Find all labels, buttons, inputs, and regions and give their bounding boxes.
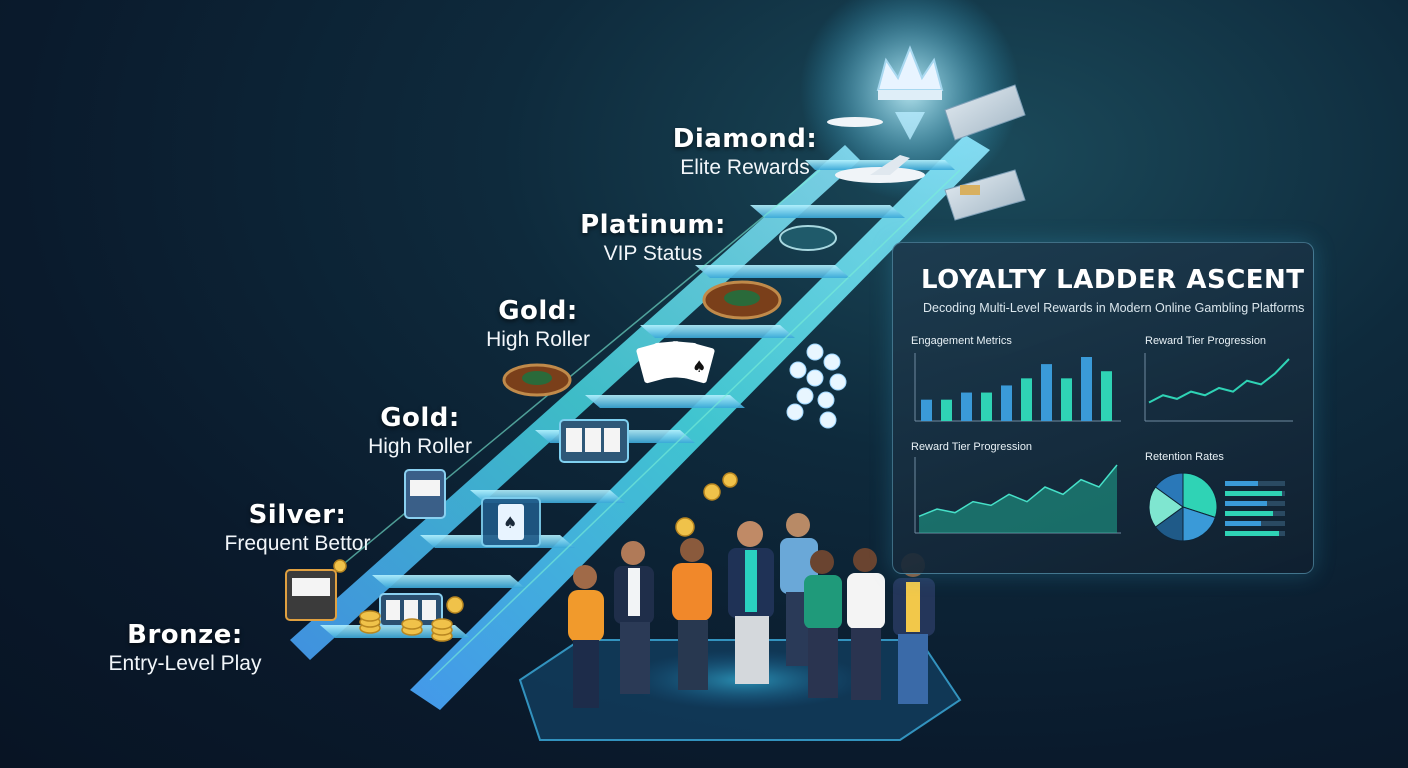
engagement-label: Engagement Metrics — [911, 335, 1012, 347]
credit-card-icon — [944, 84, 1026, 221]
engagement-bar — [1041, 364, 1052, 421]
tier-desc: VIP Status — [603, 242, 703, 266]
svg-text:♠: ♠ — [503, 513, 517, 532]
pie-slice — [1182, 472, 1218, 519]
pie-slice — [1182, 506, 1216, 542]
tier-silver: Silver: Frequent Bettor — [210, 500, 385, 556]
engagement-bar — [1061, 378, 1072, 421]
retention-bars — [1225, 481, 1285, 536]
pie-slice — [1148, 486, 1184, 528]
coins-icon — [333, 472, 738, 642]
tier-diamond: Diamond: Elite Rewards — [670, 124, 820, 180]
tier-gold-upper: Gold: High Roller — [468, 296, 608, 352]
tier-desc: High Roller — [368, 435, 472, 459]
roulette-icon — [502, 280, 782, 397]
crown-icon — [876, 45, 944, 140]
reward-tier-bottom-label: Reward Tier Progression — [911, 441, 1033, 453]
svg-text:♠: ♠ — [692, 357, 706, 376]
playing-cards-icon: ♠ — [636, 341, 715, 384]
retention-bar — [1225, 511, 1273, 516]
retention-bar — [1225, 481, 1258, 486]
person — [804, 550, 842, 698]
airplane-icon — [827, 117, 925, 183]
tier-gold-lower: Gold: High Roller — [350, 403, 490, 459]
tier-desc: Entry-Level Play — [108, 652, 262, 676]
lottery-balls-icon — [786, 343, 847, 429]
person — [847, 548, 885, 700]
person — [568, 565, 604, 708]
right-rail — [410, 135, 990, 710]
retention-pie — [1148, 472, 1218, 542]
people-group — [568, 513, 935, 708]
retention-label: Retention Rates — [1145, 451, 1224, 463]
tier-desc: Elite Rewards — [680, 156, 810, 180]
slot-machine-icon — [285, 419, 629, 627]
reward-line — [1148, 358, 1290, 404]
engagement-bar — [921, 399, 932, 421]
panel-title: LOYALTY LADDER ASCENT — [921, 265, 1305, 295]
ladder-rungs — [320, 160, 955, 638]
engagement-bar — [1021, 378, 1032, 421]
engagement-bar — [1081, 357, 1092, 421]
reward-tier-top-label: Reward Tier Progression — [1145, 335, 1267, 347]
retention-bar — [1225, 501, 1267, 506]
engagement-bar — [1001, 385, 1012, 421]
engagement-bar — [941, 399, 952, 421]
poker-table-icon — [779, 225, 837, 251]
person — [672, 538, 712, 690]
tier-desc: Frequent Bettor — [224, 532, 371, 556]
ace-card-icon: ♠ — [481, 497, 541, 547]
panel-subtitle: Decoding Multi-Level Rewards in Modern O… — [923, 301, 1305, 315]
person — [780, 513, 818, 666]
tier-name: Bronze: — [127, 620, 243, 650]
tier-name: Gold: — [498, 296, 578, 326]
person — [614, 541, 654, 694]
tier-desc: High Roller — [486, 328, 590, 352]
engagement-bars — [921, 357, 1112, 421]
ladder — [290, 135, 990, 710]
tier-platinum: Platinum: VIP Status — [578, 210, 728, 266]
tier-name: Silver: — [248, 500, 347, 530]
engagement-bar — [1101, 371, 1112, 421]
retention-bar — [1225, 521, 1261, 526]
tier-name: Platinum: — [580, 210, 726, 240]
engagement-bar — [961, 392, 972, 421]
retention-bar — [1225, 531, 1279, 536]
dashboard-panel: LOYALTY LADDER ASCENT Decoding Multi-Lev… — [892, 242, 1314, 574]
tier-name: Diamond: — [672, 124, 818, 154]
tier-bronze: Bronze: Entry-Level Play — [95, 620, 275, 676]
tier-name: Gold: — [380, 403, 460, 433]
reward-area — [919, 465, 1117, 533]
engagement-bar — [981, 392, 992, 421]
panel-charts — [914, 353, 1293, 542]
reward-area-line — [918, 464, 1118, 518]
person — [728, 521, 774, 684]
retention-bar — [1225, 491, 1282, 496]
pie-slice — [1154, 472, 1184, 508]
